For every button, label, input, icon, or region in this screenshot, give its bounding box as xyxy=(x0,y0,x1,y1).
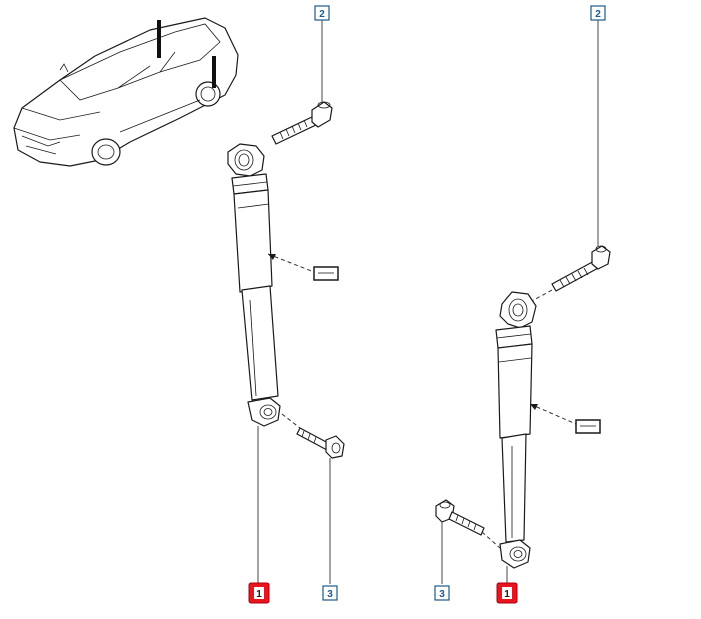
callout-bolt-top-left[interactable]: 2 xyxy=(314,5,330,21)
shock-top-bushing-left xyxy=(227,143,265,177)
shock-absorber-left xyxy=(231,173,281,427)
bolt-top-left xyxy=(271,101,333,145)
callout-label: 2 xyxy=(595,9,601,20)
callout-label: 2 xyxy=(319,9,325,20)
shock-top-bushing-right xyxy=(499,291,537,329)
callout-label: 1 xyxy=(256,589,262,600)
shock-absorber-right xyxy=(495,325,533,569)
callout-label: 3 xyxy=(439,589,445,600)
torque-box-icon xyxy=(313,266,339,281)
car-outline-icon xyxy=(13,17,239,167)
bolt-bottom-right xyxy=(435,499,501,549)
torque-box-icon xyxy=(575,419,601,434)
bolt-bottom-left xyxy=(281,413,345,459)
callout-bolt-bottom-left[interactable]: 3 xyxy=(322,585,338,601)
callout-shock-right[interactable]: 1 xyxy=(496,582,518,604)
callout-label: 1 xyxy=(504,589,510,600)
callout-shock-left[interactable]: 1 xyxy=(248,582,270,604)
callout-label: 3 xyxy=(327,589,333,600)
callout-bolt-bottom-right[interactable]: 3 xyxy=(434,585,450,601)
callout-bolt-top-right[interactable]: 2 xyxy=(590,5,606,21)
bolt-top-right xyxy=(551,245,611,292)
